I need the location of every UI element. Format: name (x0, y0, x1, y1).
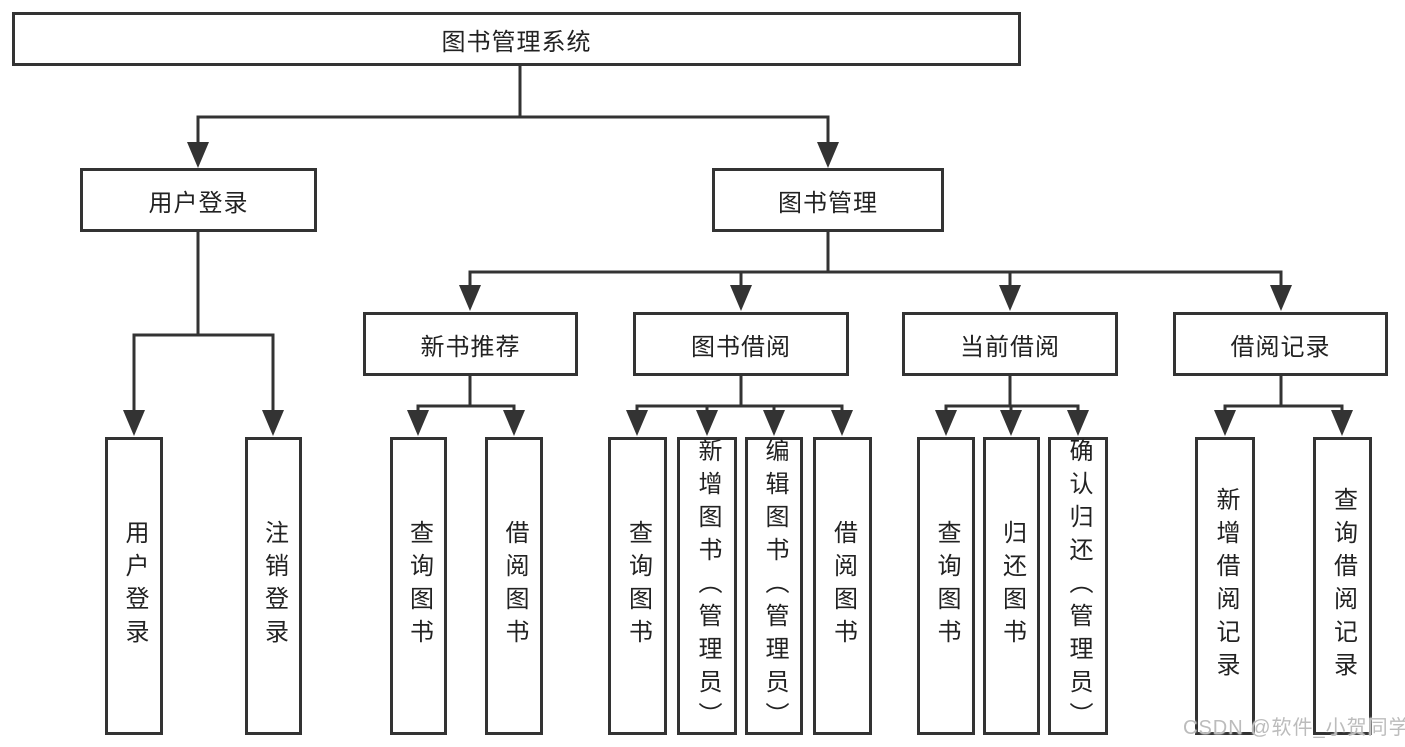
node-book-borrowing: 图书借阅 (633, 312, 849, 376)
node-new-book-recommend-label: 新书推荐 (420, 333, 521, 361)
leaf-query-books-borrowing: 查询图书 (608, 437, 667, 735)
leaf-add-borrow-record-label: 新增借阅记录 (1212, 487, 1239, 685)
leaf-query-books-current-label: 查询图书 (933, 520, 960, 652)
leaf-borrow-books-recommend: 借阅图书 (485, 437, 543, 735)
leaf-query-borrow-record: 查询借阅记录 (1313, 437, 1372, 735)
node-book-management-label: 图书管理 (778, 189, 878, 217)
leaf-borrow-books-recommend-label: 借阅图书 (501, 520, 528, 652)
node-borrowing-records: 借阅记录 (1173, 312, 1388, 376)
leaf-add-book-admin: 新增图书（管理员） (677, 437, 737, 735)
node-current-borrowing-label: 当前借阅 (960, 333, 1060, 361)
leaf-edit-book-admin: 编辑图书（管理员） (745, 437, 803, 735)
leaf-confirm-return-admin-label: 确认归还（管理员） (1065, 437, 1092, 735)
leaf-add-borrow-record: 新增借阅记录 (1195, 437, 1255, 735)
leaf-logout: 注销登录 (245, 437, 302, 735)
leaf-confirm-return-admin: 确认归还（管理员） (1048, 437, 1108, 735)
leaf-query-books-recommend: 查询图书 (390, 437, 447, 735)
node-current-borrowing: 当前借阅 (902, 312, 1118, 376)
node-library-system: 图书管理系统 (12, 12, 1021, 66)
node-book-borrowing-label: 图书借阅 (691, 333, 791, 361)
node-borrowing-records-label: 借阅记录 (1230, 333, 1331, 361)
csdn-watermark: CSDN @软件_小贺同学 (1183, 717, 1405, 739)
leaf-borrow-books-borrowing-label: 借阅图书 (829, 520, 857, 652)
leaf-return-book: 归还图书 (983, 437, 1040, 735)
leaf-query-borrow-record-label: 查询借阅记录 (1329, 487, 1357, 685)
leaf-user-login: 用户登录 (105, 437, 163, 735)
node-book-management: 图书管理 (712, 168, 944, 232)
node-library-system-label: 图书管理系统 (441, 28, 592, 56)
node-new-book-recommend: 新书推荐 (363, 312, 578, 376)
leaf-query-books-recommend-label: 查询图书 (405, 520, 433, 652)
leaf-user-login-label: 用户登录 (121, 520, 148, 652)
leaf-query-books-borrowing-label: 查询图书 (624, 520, 652, 652)
node-user-login-label: 用户登录 (148, 189, 249, 217)
leaf-borrow-books-borrowing: 借阅图书 (813, 437, 872, 735)
leaf-add-book-admin-label: 新增图书（管理员） (694, 437, 721, 735)
leaf-edit-book-admin-label: 编辑图书（管理员） (761, 437, 788, 735)
leaf-logout-label: 注销登录 (260, 520, 288, 652)
leaf-return-book-label: 归还图书 (998, 520, 1026, 652)
node-user-login: 用户登录 (80, 168, 317, 232)
leaf-query-books-current: 查询图书 (917, 437, 975, 735)
